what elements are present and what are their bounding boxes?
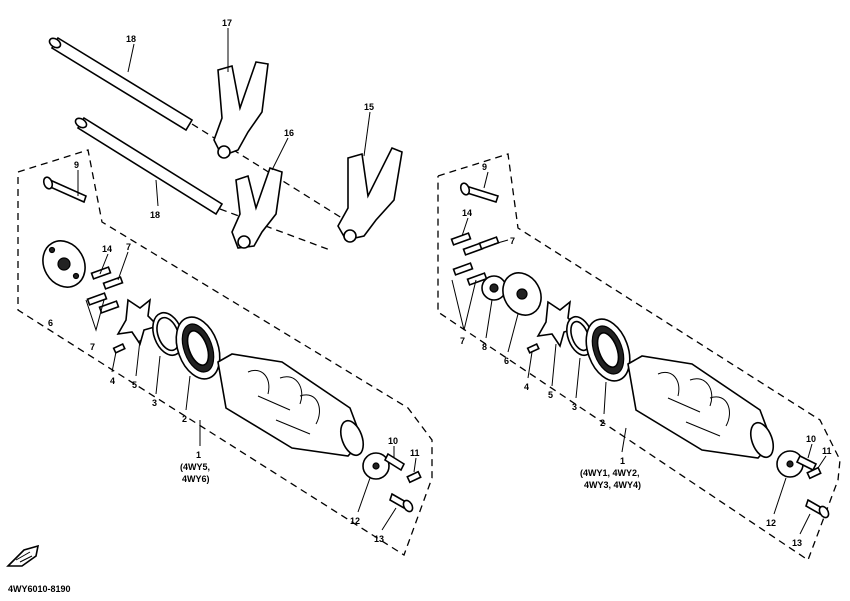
right-callout-4: 4 — [524, 382, 529, 392]
callout-17: 17 — [222, 18, 232, 28]
left-screw-10 — [383, 452, 406, 472]
right-callout-7-top: 7 — [510, 236, 515, 246]
callout-18-lower: 18 — [150, 210, 160, 220]
shift-fork-rod-upper — [48, 36, 194, 132]
left-shift-drum — [217, 353, 365, 457]
right-segment-star-5 — [536, 300, 580, 348]
left-segment-star-5 — [116, 298, 160, 346]
callout-7-bottom: 7 — [90, 342, 95, 352]
diagram-code: 4WY6010-8190 — [8, 584, 71, 594]
callout-9: 9 — [74, 160, 79, 170]
callout-6: 6 — [48, 318, 53, 328]
shift-fork-16 — [231, 166, 283, 249]
callout-12: 12 — [350, 516, 360, 526]
left-bearing-2 — [175, 316, 221, 380]
callout-7-top: 7 — [126, 242, 131, 252]
left-pin-4 — [112, 343, 126, 354]
callout-18-upper: 18 — [126, 34, 136, 44]
left-pin-11 — [406, 470, 422, 484]
left-variant-line1: (4WY5, — [180, 462, 210, 472]
right-pin-4 — [526, 343, 540, 354]
callout-13: 13 — [374, 534, 384, 544]
right-callout-14: 14 — [462, 208, 472, 218]
callout-10: 10 — [388, 436, 398, 446]
shift-fork-15 — [337, 146, 403, 243]
right-variant-line1: (4WY1, 4WY2, — [580, 468, 640, 478]
callout-16: 16 — [284, 128, 294, 138]
callout-5: 5 — [132, 380, 137, 390]
callout-14: 14 — [102, 244, 112, 254]
right-callout-7-bottom: 7 — [460, 336, 465, 346]
right-callout-3: 3 — [572, 402, 577, 412]
right-callout-9: 9 — [482, 162, 487, 172]
right-bearing-2 — [585, 318, 631, 382]
right-screw-13 — [805, 498, 830, 519]
shift-fork-17 — [213, 61, 269, 159]
right-pin-11 — [806, 466, 822, 480]
left-screw-13 — [389, 492, 414, 513]
left-variant-line2: 4WY6) — [182, 474, 210, 484]
callout-4: 4 — [110, 376, 115, 386]
right-variant-line2: 4WY3, 4WY4) — [584, 480, 641, 490]
right-callout-13: 13 — [792, 538, 802, 548]
callout-3: 3 — [152, 398, 157, 408]
right-callout-12: 12 — [766, 518, 776, 528]
callout-11: 11 — [410, 448, 420, 458]
right-segment-6 — [502, 272, 542, 316]
shift-fork-rod-lower — [74, 116, 224, 216]
right-callout-10: 10 — [806, 434, 816, 444]
callout-15: 15 — [364, 102, 374, 112]
left-circlip-3 — [152, 311, 184, 357]
right-callout-8: 8 — [482, 342, 487, 352]
right-callout-11: 11 — [822, 446, 832, 456]
right-pins-14 — [450, 232, 500, 286]
right-callout-6: 6 — [504, 356, 509, 366]
left-screw-9 — [42, 176, 87, 204]
right-shift-drum — [627, 355, 775, 459]
right-callout-5: 5 — [548, 390, 553, 400]
left-pins-14 — [86, 266, 124, 314]
callout-2: 2 — [182, 414, 187, 424]
callout-1: 1 — [196, 450, 201, 460]
right-stopper-12 — [776, 450, 804, 478]
right-screw-9 — [459, 182, 500, 203]
left-segment-6 — [42, 240, 86, 288]
right-callout-2: 2 — [600, 418, 605, 428]
right-callout-1: 1 — [620, 456, 625, 466]
left-stopper-12 — [362, 452, 390, 480]
arrow-direction-icon — [6, 544, 40, 567]
